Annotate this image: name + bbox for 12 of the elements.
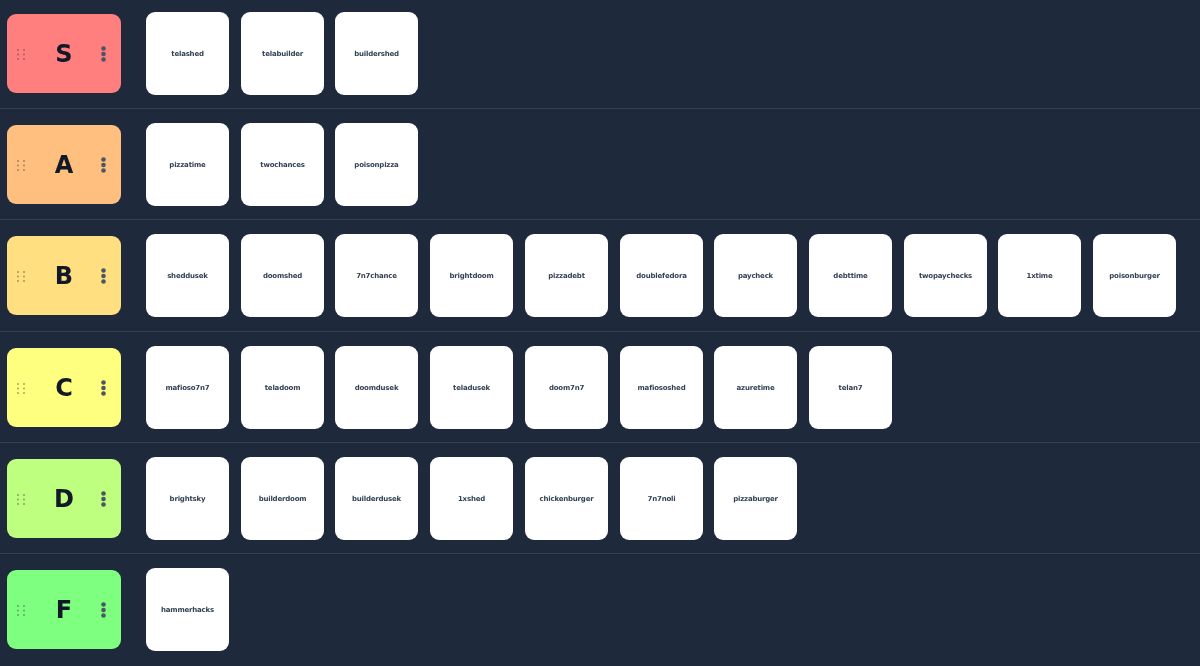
tier-letter: B (54, 263, 74, 288)
tier-label (7, 348, 121, 427)
tier-letter: F (55, 597, 73, 622)
tier-label (7, 14, 121, 93)
tier-letter: S (55, 41, 73, 66)
tier-letter: D (54, 486, 74, 511)
tier-label (7, 570, 121, 649)
tier-label (7, 125, 121, 204)
tier-label (7, 459, 121, 538)
tier-letter: C (55, 375, 73, 400)
tier-letter: A (54, 152, 74, 177)
tier-label (7, 236, 121, 315)
